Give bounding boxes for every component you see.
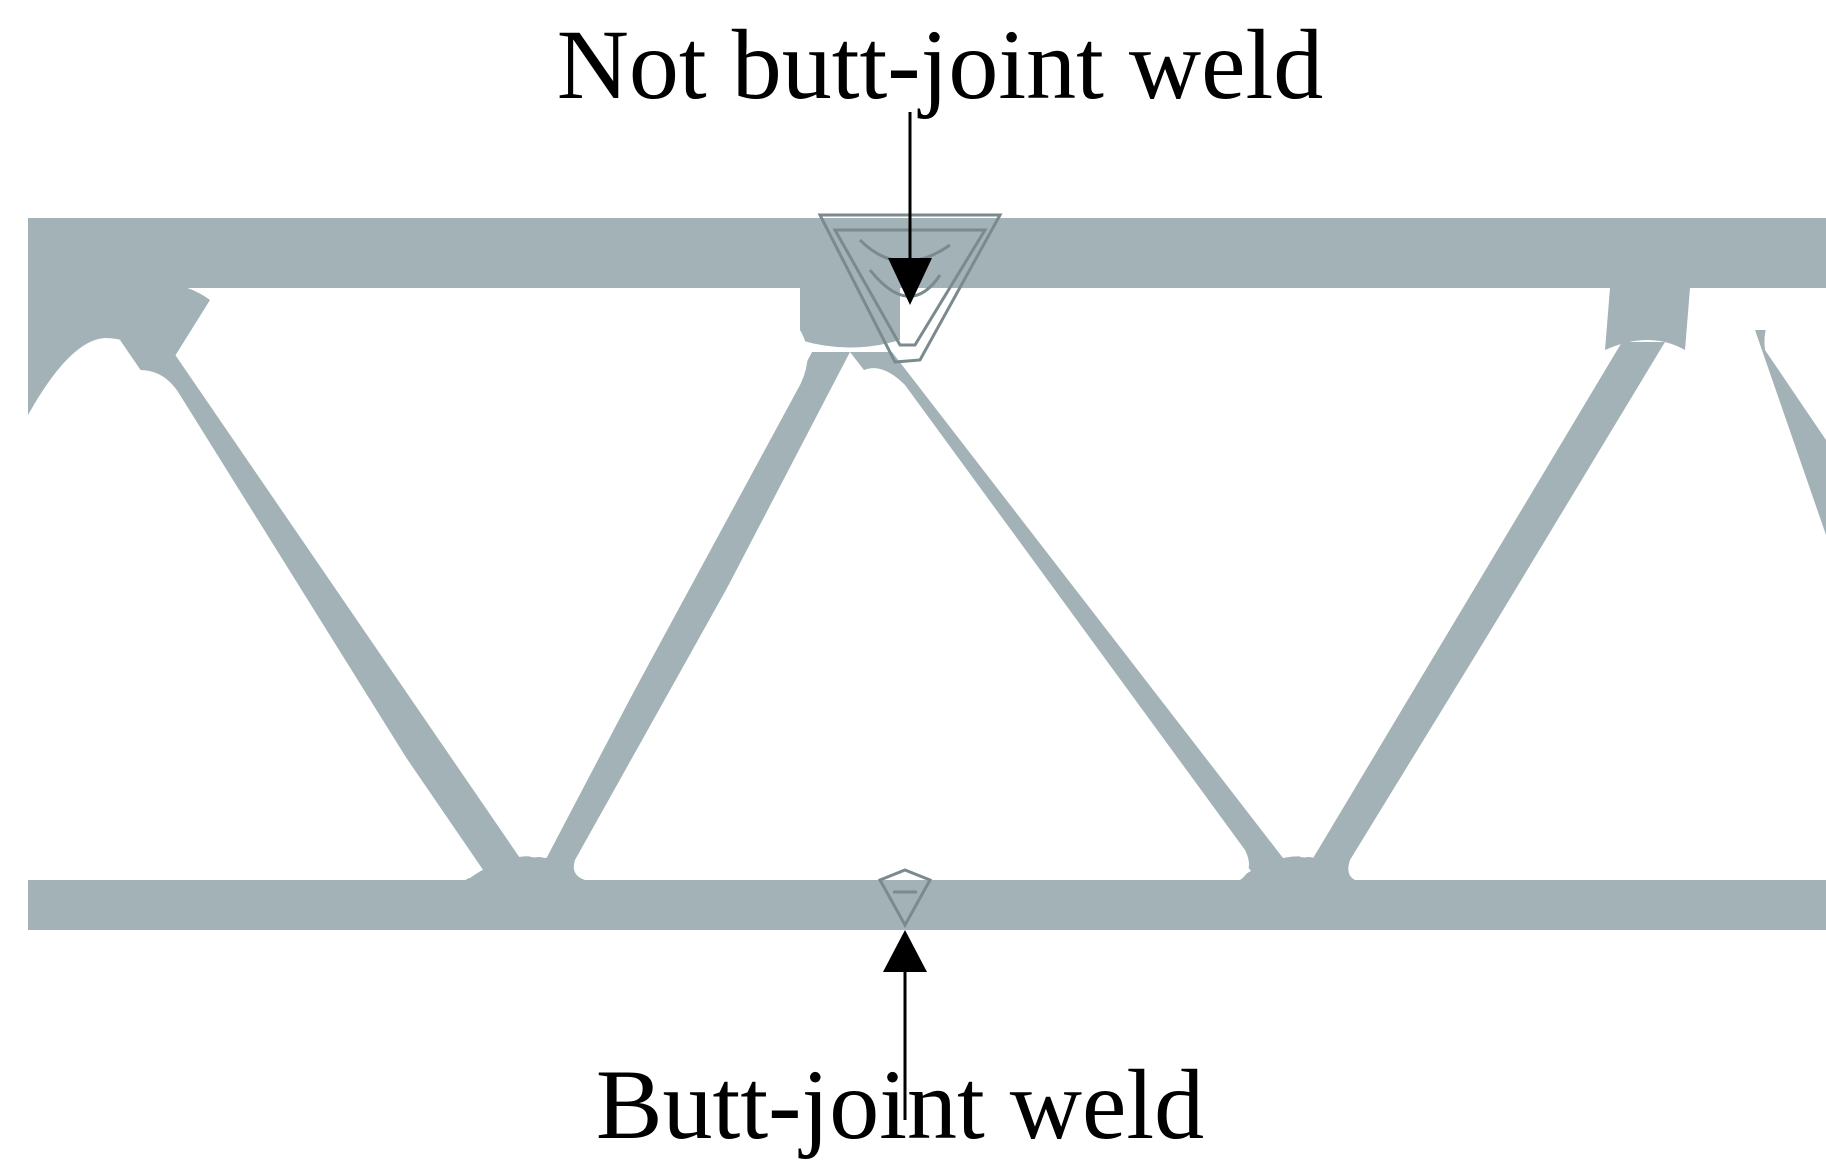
core-cell xyxy=(205,296,808,858)
bottom-arrow xyxy=(883,930,927,1120)
bottom-arrow-head xyxy=(883,930,927,972)
top-arrow-head xyxy=(888,258,932,305)
core-node-bottom xyxy=(1240,856,1370,878)
top-weld-bead xyxy=(832,228,988,347)
core-cell xyxy=(1005,295,1568,858)
bottom-weld xyxy=(877,868,933,929)
top-weld-bead xyxy=(817,213,1003,364)
core-cell xyxy=(573,368,1249,880)
core-cell xyxy=(1348,368,1826,880)
core-cell xyxy=(1764,300,1826,440)
core-web xyxy=(1300,342,1665,880)
core-node-top xyxy=(1605,288,1690,350)
core-cell xyxy=(28,370,474,880)
top-arrow xyxy=(888,112,932,305)
core-web xyxy=(535,352,850,880)
bottom-weld-bead xyxy=(877,868,933,929)
core-cells xyxy=(28,295,1826,880)
top-label: Not butt-joint weld xyxy=(557,9,1324,120)
sandwich-panel xyxy=(28,218,1826,930)
top-weld xyxy=(817,213,1003,364)
core-node-left xyxy=(28,280,210,415)
bottom-label: Butt-joint weld xyxy=(596,1049,1204,1160)
core-node-bottom xyxy=(470,856,600,878)
